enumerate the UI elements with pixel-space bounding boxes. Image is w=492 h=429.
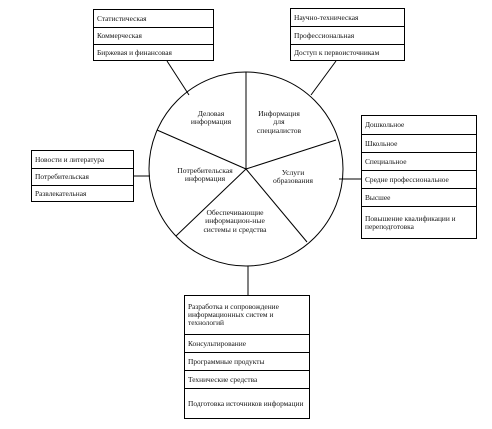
box-education-services: Дошкольное Школьное Специальное Средне п…	[361, 115, 477, 239]
list-item: Дошкольное	[365, 120, 405, 129]
divider-bottom-left	[175, 168, 247, 237]
connector-specialists	[310, 60, 337, 96]
list-item: Средне профессиональное	[362, 170, 476, 188]
sector-business-info: Деловая информация	[190, 109, 232, 127]
sector-education-services: Услуги образования	[272, 168, 314, 186]
list-item: Научно-техническая	[294, 12, 359, 22]
sector-consumer-info: Потребительская информация	[177, 166, 233, 184]
list-item: Школьное	[362, 134, 476, 152]
list-item: Высшее	[362, 188, 476, 206]
box-specialists-info: Научно-техническая Профессиональная Дост…	[290, 8, 405, 61]
box-support-systems: Разработка и сопровождение информационны…	[184, 295, 310, 419]
list-item: Технические средства	[185, 370, 309, 388]
list-item: Профессиональная	[291, 26, 404, 44]
list-item: Биржевая и финансовая	[94, 44, 213, 60]
list-item: Специальное	[362, 152, 476, 170]
list-item: Потребительская	[32, 168, 133, 185]
list-item: Подготовка источников информации	[185, 388, 309, 418]
list-item: Коммерческая	[94, 27, 213, 44]
list-item: Развлекательная	[32, 185, 133, 201]
sector-support-systems: Обеспечивающие информацион-ные системы и…	[203, 208, 267, 234]
divider-right	[245, 139, 337, 170]
list-item: Новости и литература	[35, 154, 105, 164]
sector-specialists-info: Информация для специалистов	[256, 109, 302, 135]
list-item: Программные продукты	[185, 352, 309, 370]
list-item: Разработка и сопровождение информационны…	[188, 302, 279, 327]
list-item: Консультирование	[185, 334, 309, 352]
list-item: Повышение квалификации и переподготовка	[362, 206, 476, 238]
connector-business	[166, 60, 190, 96]
divider-left	[156, 129, 247, 170]
box-business-info: Статистическая Коммерческая Биржевая и ф…	[93, 9, 214, 61]
box-consumer-info: Новости и литература Потребительская Раз…	[31, 150, 134, 202]
divider-bottom-right	[245, 168, 308, 243]
list-item: Статистическая	[97, 13, 147, 23]
list-item: Доступ к первоисточникам	[291, 44, 404, 60]
